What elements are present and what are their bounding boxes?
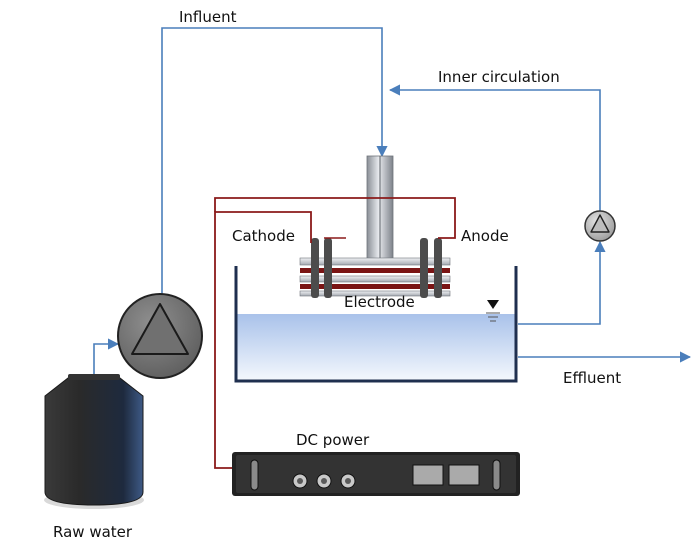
effluent-label: Effluent — [563, 369, 621, 387]
cathode-label: Cathode — [232, 227, 295, 245]
cathode-bar — [311, 238, 319, 298]
influent-line — [161, 27, 388, 306]
control-knob[interactable] — [292, 473, 308, 489]
anode-bar — [434, 238, 442, 298]
power-handle-left — [250, 459, 259, 491]
circulation-pump-icon — [584, 210, 616, 242]
influent-label: Influent — [179, 8, 237, 26]
anode-bar — [420, 238, 428, 298]
raw-water-feed-line — [93, 338, 120, 378]
raw-water-label: Raw water — [53, 523, 133, 541]
control-knob[interactable] — [340, 473, 356, 489]
power-handle-right — [492, 459, 501, 491]
inner-circulation-line — [388, 84, 606, 325]
control-knob[interactable] — [316, 473, 332, 489]
water-body — [237, 314, 515, 380]
electrode-label: Electrode — [344, 293, 415, 311]
display-window — [448, 464, 480, 486]
cathode-bar — [324, 238, 332, 298]
raw-water-tank — [44, 374, 144, 509]
water-level-icon — [486, 300, 500, 322]
reactor-tank — [234, 266, 518, 383]
power-wires — [214, 197, 456, 469]
dc-power-label: DC power — [296, 431, 370, 449]
anode-label: Anode — [461, 227, 509, 245]
inner-circulation-label: Inner circulation — [438, 68, 560, 86]
display-window — [412, 464, 444, 486]
pump-icon — [117, 293, 203, 379]
dc-power-unit — [232, 452, 520, 496]
electrode-assembly — [299, 155, 451, 298]
